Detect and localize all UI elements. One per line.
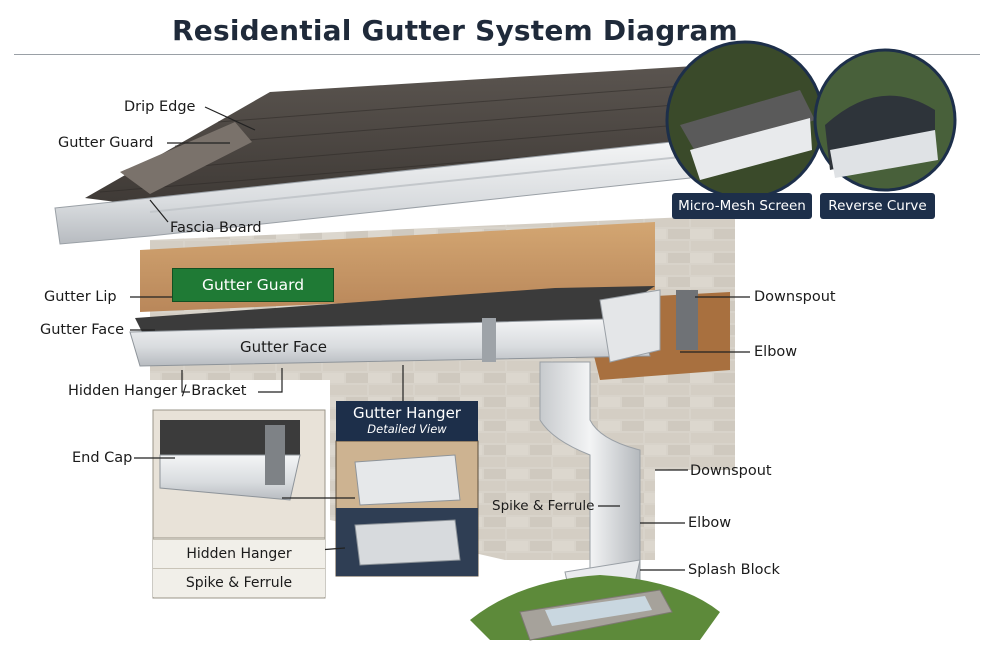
hanger-detail-subtitle: Detailed View bbox=[367, 422, 447, 436]
reverse-curve-tag: Reverse Curve bbox=[820, 193, 935, 219]
diagram-title: Residential Gutter System Diagram bbox=[172, 14, 738, 47]
label-gutter-face-center: Gutter Face bbox=[240, 338, 327, 356]
label-gutter-lip: Gutter Lip bbox=[44, 289, 117, 305]
label-hidden-hanger-bracket: Hidden Hanger / Bracket bbox=[68, 383, 247, 399]
caption-spike-ferrule: Spike & Ferrule bbox=[153, 568, 325, 597]
label-fascia-board: Fascia Board bbox=[170, 220, 262, 236]
label-downspout-top: Downspout bbox=[754, 289, 836, 305]
label-drip-edge: Drip Edge bbox=[124, 99, 196, 115]
label-elbow-mid: Elbow bbox=[688, 515, 732, 531]
gutter-guard-banner: Gutter Guard bbox=[172, 268, 334, 302]
title-divider bbox=[14, 54, 980, 55]
micro-mesh-tag: Micro-Mesh Screen bbox=[672, 193, 812, 219]
caption-hidden-hanger: Hidden Hanger bbox=[153, 539, 325, 568]
label-splash-block: Splash Block bbox=[688, 562, 780, 578]
hanger-detail-header: Gutter Hanger Detailed View bbox=[336, 401, 478, 441]
hanger-detail-title: Gutter Hanger bbox=[353, 404, 461, 422]
label-gutter-guard: Gutter Guard bbox=[58, 135, 154, 151]
label-gutter-face-left: Gutter Face bbox=[40, 322, 125, 338]
label-elbow-top: Elbow bbox=[754, 344, 798, 360]
label-downspout-mid: Downspout bbox=[690, 463, 772, 479]
label-end-cap: End Cap bbox=[72, 450, 133, 466]
label-spike-ferrule-mid: Spike & Ferrule bbox=[492, 498, 595, 514]
